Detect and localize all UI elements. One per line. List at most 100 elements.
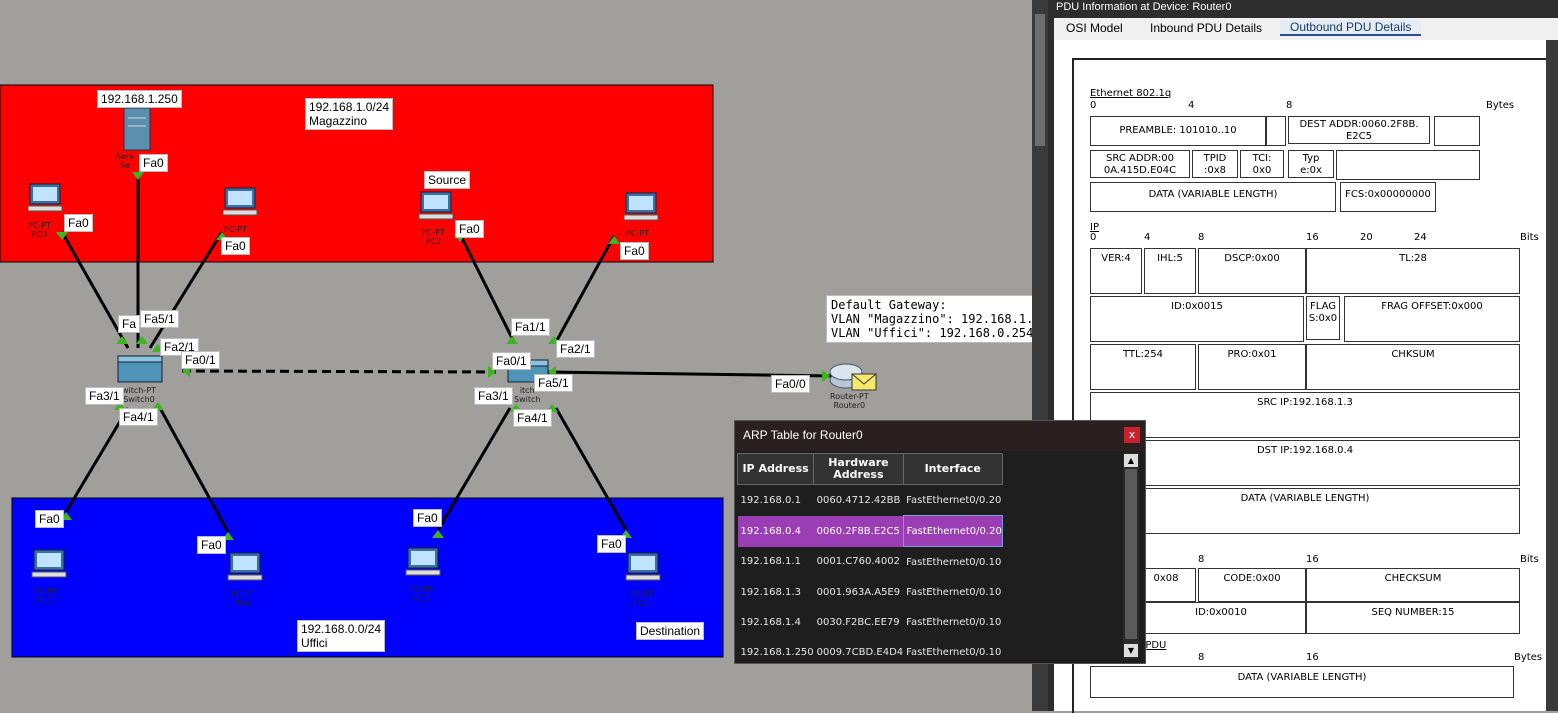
device-type: PC-PT xyxy=(34,587,58,596)
pc3-caption[interactable]: PC-PT xyxy=(626,229,649,238)
cell-ip: 192.168.1.4 xyxy=(740,616,801,628)
ip-scale-20: 20 xyxy=(1360,232,1373,243)
arp-scrollbar[interactable]: ▲ ▼ xyxy=(1123,453,1139,659)
icmp-scale-8: 8 xyxy=(1198,554,1205,565)
cell-mac: 0001.C760.4002 xyxy=(816,556,900,568)
ip-data-field: DATA (VARIABLE LENGTH) xyxy=(1090,488,1520,534)
port-label: Fa5/1 xyxy=(140,310,179,328)
cell-interface: FastEthernet0/0.10 xyxy=(906,556,1002,568)
echo-scale-16: 16 xyxy=(1306,652,1319,663)
pc1-caption[interactable]: PC-PT xyxy=(224,225,247,234)
tci-line1: TCI: xyxy=(1252,153,1272,164)
scroll-down-icon[interactable]: ▼ xyxy=(1124,644,1138,657)
arp-table: IP Address Hardware Address Interface 19… xyxy=(736,453,1003,667)
port-label: Fa0 xyxy=(197,536,226,554)
icmp-scale-bits: Bits xyxy=(1520,554,1539,565)
ip-scale-4: 4 xyxy=(1144,232,1151,243)
server-ip-label[interactable]: 192.168.1.250 xyxy=(97,90,182,108)
destination-label[interactable]: Destination xyxy=(636,622,705,640)
cable-pc5-sw2 xyxy=(436,407,512,531)
device-type: PC-PT xyxy=(422,228,446,237)
device-name: Router0 xyxy=(833,401,866,410)
port-label: Fa4/1 xyxy=(119,408,158,426)
ip-src-field: SRC IP:192.168.1.3 xyxy=(1090,392,1520,438)
port-label: Fa0 xyxy=(35,510,64,528)
port-label: Fa0/0 xyxy=(771,375,810,393)
arp-dialog-titlebar[interactable]: ARP Table for Router0 x xyxy=(735,421,1145,451)
col-ip-address[interactable]: IP Address xyxy=(736,453,815,485)
port-label: Fa0 xyxy=(597,535,626,553)
zone-magazzino-label[interactable]: 192.168.1.0/24 Magazzino xyxy=(305,98,394,130)
default-gateway-note[interactable]: Default Gateway:VLAN "Magazzino": 192.16… xyxy=(826,295,1060,343)
ip-chksum-field: CHKSUM xyxy=(1306,344,1520,390)
scrollbar-thumb[interactable] xyxy=(1035,14,1045,146)
icmp-id-field: ID:0x0010 xyxy=(1136,602,1306,634)
col-hardware-address[interactable]: Hardware Address xyxy=(813,453,904,485)
pdu-scrollbar[interactable] xyxy=(1546,40,1558,711)
arp-dialog-title: ARP Table for Router0 xyxy=(743,428,863,442)
zone-uffici-name: Uffici xyxy=(301,636,328,650)
eth-dest-cont-field xyxy=(1434,116,1480,146)
tab-osi-model[interactable]: OSI Model xyxy=(1066,21,1123,35)
device-type: PC-PT xyxy=(410,585,434,594)
close-button[interactable]: x xyxy=(1124,427,1140,443)
eth-preamble-field: PREAMBLE: 101010..10 xyxy=(1090,116,1266,146)
ip-ihl-field: IHL:5 xyxy=(1144,248,1196,294)
zone-uffici-label[interactable]: 192.168.0.0/24 Uffici xyxy=(297,620,386,652)
col-interface[interactable]: Interface xyxy=(902,453,1003,485)
eth-scale-bytes: Bytes xyxy=(1486,100,1515,111)
port-label: Fa0 xyxy=(455,220,484,238)
echo-scale-8: 8 xyxy=(1198,652,1205,663)
port-label: Fa0 xyxy=(64,214,93,232)
port-label: Fa0 xyxy=(413,509,442,527)
ip-pro-field: PRO:0x01 xyxy=(1198,344,1306,390)
port-label: Fa3/1 xyxy=(474,387,513,405)
source-label[interactable]: Source xyxy=(424,171,471,189)
tab-inbound-pdu[interactable]: Inbound PDU Details xyxy=(1150,21,1263,35)
echo-pdu-heading: e PDU xyxy=(1136,640,1167,651)
port-label: Fa4/1 xyxy=(513,409,552,427)
device-name: PC2 xyxy=(425,237,442,246)
pc-icons xyxy=(27,183,661,581)
cable-pc2-sw2 xyxy=(458,233,516,343)
src-addr-line1: SRC ADDR:00 xyxy=(1106,153,1174,164)
port-label: Fa0/1 xyxy=(492,352,531,370)
cell-ip: 192.168.0.4 xyxy=(737,515,814,547)
server-icon xyxy=(123,107,151,151)
scrollbar-thumb[interactable] xyxy=(1125,469,1137,639)
port-label: Fa2/1 xyxy=(556,340,595,358)
cell-interface: FastEthernet0/0.20 xyxy=(902,515,1003,547)
device-name: PC6 xyxy=(234,599,251,608)
scroll-up-icon[interactable]: ▲ xyxy=(1124,454,1138,467)
tab-outbound-pdu[interactable]: Outbound PDU Details xyxy=(1280,20,1422,36)
port-label: Fa0 xyxy=(620,242,649,260)
typ-line1: Typ xyxy=(1302,153,1320,164)
cable-pc6-sw1 xyxy=(158,407,230,533)
cable-pc4-sw2 xyxy=(554,407,628,531)
device-type: PC-PT xyxy=(224,225,248,234)
cell-ip: 192.168.1.3 xyxy=(740,586,801,598)
router-icon xyxy=(829,363,877,391)
cable-pc3-sw2 xyxy=(554,235,616,343)
ip-heading: IP xyxy=(1090,222,1099,233)
topology-workspace[interactable]: 192.168.1.0/24 Magazzino 192.168.0.0/24 … xyxy=(0,0,1060,711)
